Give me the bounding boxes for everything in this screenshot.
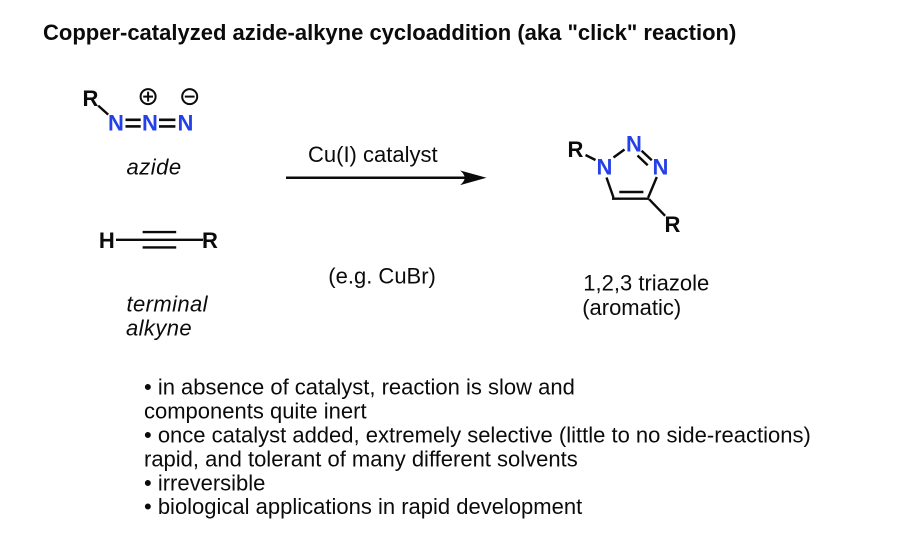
svg-text:N: N: [108, 111, 124, 136]
svg-text:N: N: [597, 155, 613, 180]
svg-text:H: H: [99, 228, 115, 253]
svg-text:(aromatic): (aromatic): [582, 295, 681, 320]
svg-text:Copper-catalyzed azide-alkyne: Copper-catalyzed azide-alkyne cycloaddit…: [43, 20, 736, 45]
svg-text:N: N: [178, 111, 194, 136]
svg-text:(e.g. CuBr): (e.g. CuBr): [328, 263, 436, 288]
svg-text:terminal: terminal: [127, 292, 209, 317]
svg-text:• once catalyst added, extreme: • once catalyst added, extremely selecti…: [144, 422, 811, 447]
svg-text:rapid, and tolerant of many di: rapid, and tolerant of many different so…: [144, 446, 578, 471]
svg-text:R: R: [202, 228, 218, 253]
svg-text:azide: azide: [127, 154, 182, 179]
svg-text:R: R: [568, 137, 584, 162]
svg-text:Cu(I) catalyst: Cu(I) catalyst: [308, 142, 438, 167]
svg-text:• biological applications in r: • biological applications in rapid devel…: [144, 494, 582, 519]
svg-text:N: N: [142, 111, 158, 136]
svg-text:alkyne: alkyne: [126, 316, 192, 341]
svg-text:components quite inert: components quite inert: [144, 399, 367, 424]
svg-text:R: R: [664, 212, 680, 237]
svg-text:• irreversible: • irreversible: [144, 470, 265, 495]
svg-text:N: N: [626, 132, 642, 157]
svg-text:N: N: [653, 155, 669, 180]
svg-text:R: R: [83, 86, 99, 111]
svg-text:• in absence of catalyst, reac: • in absence of catalyst, reaction is sl…: [144, 375, 575, 400]
svg-text:1,2,3 triazole: 1,2,3 triazole: [583, 270, 709, 295]
